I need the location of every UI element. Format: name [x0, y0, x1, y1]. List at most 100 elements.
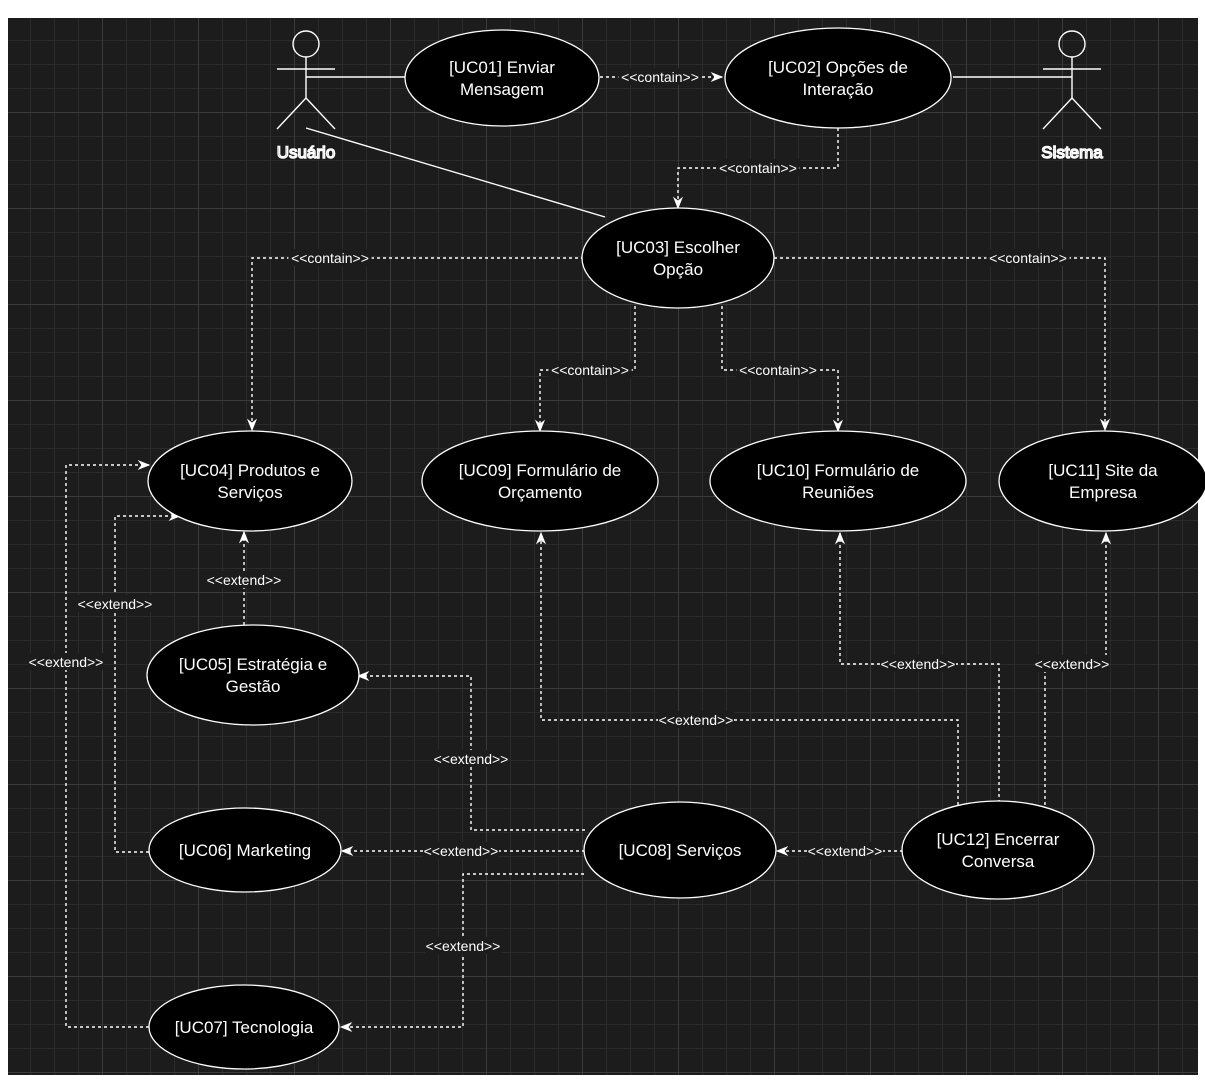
relation-label-text: <<extend>>: [434, 751, 509, 767]
actor-right-leg: [1071, 97, 1102, 130]
relation-label-uc07-uc04: <<extend>>: [28, 653, 104, 670]
relation-uc07-uc04: [65, 459, 151, 1028]
relation-labels-layer: <<contain>> <<contain>> <<contain>> <<conta…: [28, 68, 1110, 954]
actor-right-leg: [305, 97, 336, 130]
relation-uc08-uc07: [339, 873, 584, 1033]
relation-label-text: <<contain>>: [719, 160, 797, 176]
relation-label-bg: [880, 655, 956, 672]
relation-label-uc12-uc08: <<extend>>: [807, 842, 883, 859]
use-case-label-line: Mensagem: [460, 80, 544, 99]
use-case-uc07[interactable]: [UC07] Tecnologia: [148, 984, 340, 1070]
use-case-uc04[interactable]: [UC04] Produtos e Serviços: [147, 430, 353, 532]
use-case-label-line: Conversa: [962, 852, 1035, 871]
relation-label-bg: [658, 711, 734, 728]
relation-label-text: <<extend>>: [808, 843, 883, 859]
relation-uc06-uc04: [114, 510, 182, 853]
actor-left-leg: [1042, 97, 1073, 130]
use-case-shape: [146, 624, 360, 726]
relation-label-bg: [77, 595, 153, 612]
use-case-shape: [421, 430, 659, 532]
use-case-shape: [998, 430, 1205, 532]
relation-label-uc03-uc10: <<contain>>: [736, 361, 820, 378]
actor-sistema[interactable]: Sistema: [1041, 30, 1104, 163]
relation-label-uc08-uc06: <<extend>>: [423, 842, 499, 859]
relation-label-text: <<extend>>: [1035, 656, 1110, 672]
relation-label-bg: [618, 68, 702, 85]
relation-label-bg: [716, 159, 800, 176]
relation-label-text: <<extend>>: [659, 712, 734, 728]
use-case-label-line: [UC08] Serviços: [619, 841, 742, 860]
relation-label-bg: [807, 842, 883, 859]
use-case-shape: [148, 984, 340, 1070]
use-case-shape: [583, 801, 777, 899]
relation-label-bg: [548, 361, 632, 378]
relation-label-text: <<extend>>: [29, 654, 104, 670]
relation-label-bg: [736, 361, 820, 378]
use-case-shape: [724, 27, 952, 129]
relation-label-bg: [288, 249, 372, 266]
relation-label-bg: [433, 750, 509, 767]
actor-usuario[interactable]: Usuário: [276, 30, 336, 163]
use-case-label-line: [UC02] Opções de: [768, 58, 908, 77]
relation-label-uc03-uc11: <<contain>>: [986, 249, 1070, 266]
relation-label-text: <<contain>>: [551, 362, 629, 378]
relation-label-bg: [28, 653, 104, 670]
use-case-uc02[interactable]: [UC02] Opções de Interação: [724, 27, 952, 129]
relation-label-text: <<extend>>: [881, 656, 956, 672]
relation-label-uc06-uc04: <<extend>>: [77, 595, 153, 612]
use-case-label-line: [UC07] Tecnologia: [175, 1018, 314, 1037]
relation-label-uc12-uc11: <<extend>>: [1034, 655, 1110, 672]
relation-label-text: <<contain>>: [621, 69, 699, 85]
use-case-label-line: [UC04] Produtos e: [180, 461, 320, 480]
use-case-label-line: [UC09] Formulário de: [459, 461, 622, 480]
relation-label-bg: [206, 571, 282, 588]
relation-label-uc08-uc07: <<extend>>: [425, 937, 501, 954]
use-case-label-line: Opção: [653, 260, 703, 279]
use-case-label-line: [UC01] Enviar: [449, 58, 555, 77]
relation-label-uc12-uc10: <<extend>>: [880, 655, 956, 672]
use-case-shape: [901, 800, 1095, 900]
use-case-uc08[interactable]: [UC08] Serviços: [583, 801, 777, 899]
use-case-label-line: Interação: [803, 80, 874, 99]
use-case-label-line: Empresa: [1069, 483, 1138, 502]
relation-uc08-uc05: [356, 670, 585, 831]
use-case-label-line: Serviços: [217, 483, 282, 502]
relation-label-uc01-uc02: <<contain>>: [618, 68, 702, 85]
use-case-uc11[interactable]: [UC11] Site da Empresa: [998, 430, 1205, 532]
association-usuario-uc03: [305, 127, 606, 218]
use-case-label-line: [UC11] Site da: [1048, 461, 1158, 480]
use-case-label-line: [UC03] Escolher: [616, 238, 740, 257]
relation-label-bg: [986, 249, 1070, 266]
relation-uc03-uc04: [246, 257, 584, 432]
relation-label-bg: [425, 937, 501, 954]
actor-head: [292, 30, 320, 58]
use-case-uc06[interactable]: [UC06] Marketing: [148, 807, 342, 893]
use-case-label-line: [UC10] Formulário de: [757, 461, 920, 480]
relation-label-text: <<extend>>: [207, 572, 282, 588]
use-case-label-line: Orçamento: [498, 483, 582, 502]
use-case-shape: [148, 807, 342, 893]
relation-label-text: <<contain>>: [739, 362, 817, 378]
relation-label-text: <<extend>>: [78, 596, 153, 612]
relation-uc12-uc09: [535, 531, 959, 805]
relation-label-text: <<contain>>: [291, 250, 369, 266]
actor-associations: [305, 76, 1072, 218]
use-case-shape: [404, 29, 600, 127]
use-case-label-line: [UC06] Marketing: [179, 841, 311, 860]
relation-label-uc12-uc09: <<extend>>: [658, 711, 734, 728]
actor-label: Usuário: [277, 143, 336, 162]
relation-uc03-uc11: [774, 257, 1111, 432]
relation-label-text: <<extend>>: [424, 843, 499, 859]
relation-label-uc03-uc04: <<contain>>: [288, 249, 372, 266]
use-case-uc09[interactable]: [UC09] Formulário de Orçamento: [421, 430, 659, 532]
use-case-shape: [581, 207, 775, 309]
relation-label-text: <<contain>>: [989, 250, 1067, 266]
actor-head: [1058, 30, 1086, 58]
